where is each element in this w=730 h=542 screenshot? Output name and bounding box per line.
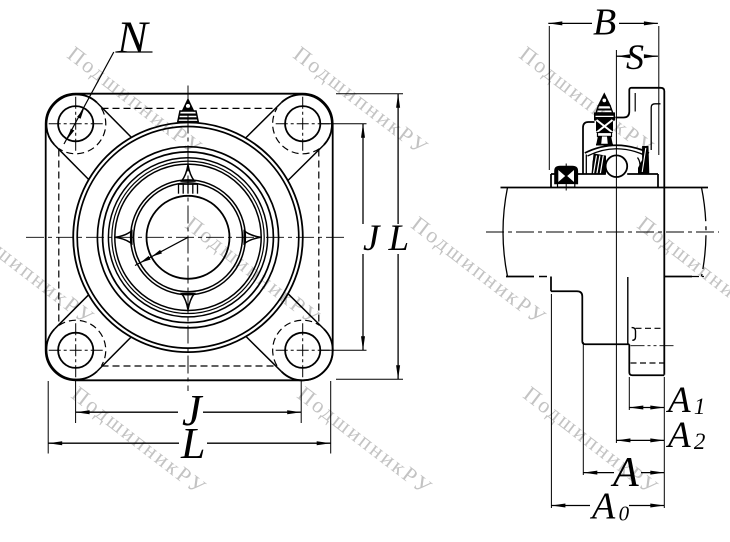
svg-text:L: L (388, 218, 410, 259)
svg-text:B: B (593, 2, 616, 44)
svg-text:J: J (363, 218, 381, 259)
svg-text:A: A (665, 415, 691, 456)
svg-text:0: 0 (619, 502, 630, 526)
svg-text:A: A (589, 486, 616, 528)
svg-text:1: 1 (694, 394, 706, 419)
svg-text:N: N (116, 12, 150, 63)
svg-text:J: J (182, 386, 204, 435)
svg-text:L: L (180, 419, 205, 468)
svg-text:S: S (626, 37, 644, 77)
svg-text:A: A (665, 380, 691, 421)
svg-text:2: 2 (694, 429, 706, 454)
svg-text:A: A (610, 450, 639, 496)
